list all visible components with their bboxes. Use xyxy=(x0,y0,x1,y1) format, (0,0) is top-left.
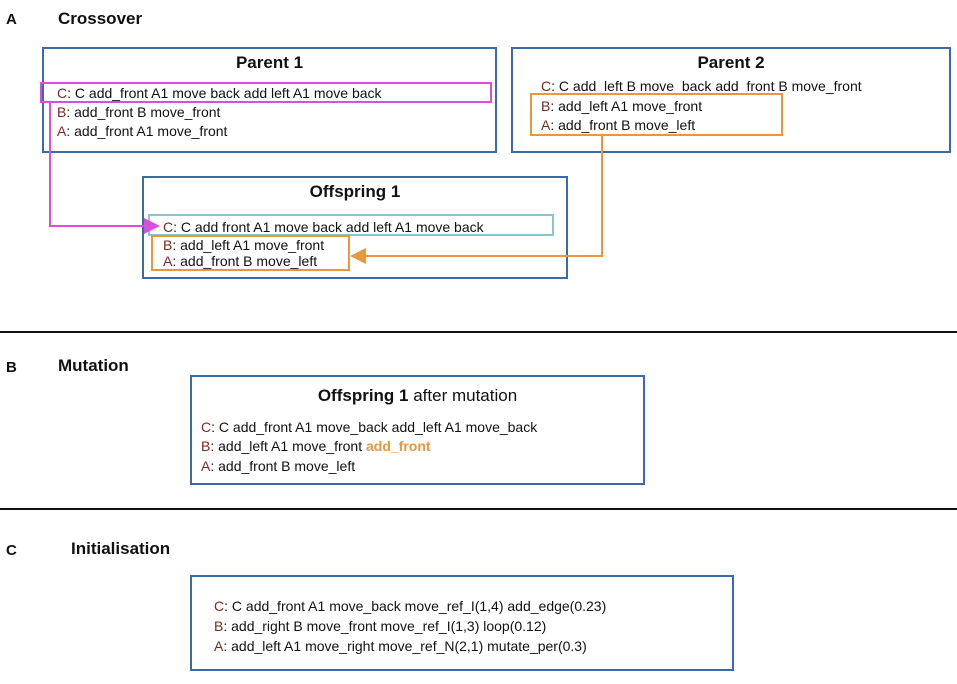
parent-1-box: Parent 1 xyxy=(42,47,497,153)
initialisation-box xyxy=(190,575,734,671)
parent-1-line-c: C: C add_front A1 move back add left A1 … xyxy=(57,85,382,101)
orange-crossover-arrow xyxy=(350,136,603,264)
offspring-1-title: Offspring 1 xyxy=(309,182,401,201)
parent-1-line-a: A: add_front A1 move_front xyxy=(57,123,228,139)
magenta-crossover-arrow xyxy=(49,103,160,234)
parent-2-title: Parent 2 xyxy=(697,53,765,72)
initialisation-line-b: B: add_right B move_front move_ref_I(1,3… xyxy=(214,618,547,634)
offspring-1-line-b: B: add_left A1 move_front xyxy=(163,237,325,253)
offspring-1-line-a: A: add_front B move_left xyxy=(163,253,318,269)
offspring-1-line-c: C: C add front A1 move back add left A1 … xyxy=(163,219,484,235)
parent-2-line-b: B: add_left A1 move_front xyxy=(541,98,703,114)
section-title-mutation: Mutation xyxy=(58,356,129,375)
section-divider xyxy=(0,331,957,333)
mutation-added-gene: add_front xyxy=(366,438,431,454)
section-divider xyxy=(0,508,957,510)
parent-2-line-a: A: add_front B move_left xyxy=(541,117,696,133)
mutation-line-a: A: add_front B move_left xyxy=(201,458,356,474)
section-title-initialisation: Initialisation xyxy=(71,539,171,558)
initialisation-line-a: A: add_left A1 move_right move_ref_N(2,1… xyxy=(214,638,587,654)
offspring-1-ba-highlight xyxy=(151,235,350,271)
parent-1-line-b: B: add_front B move_front xyxy=(57,104,221,120)
mutation-line-b: B: add_left A1 move_front add_front xyxy=(201,438,431,454)
mutation-line-c: C: C add_front A1 move_back add_left A1 … xyxy=(201,419,538,435)
parent-2-line-c: C: C add_left B move_back add_front B mo… xyxy=(541,78,862,94)
parent-1-title: Parent 1 xyxy=(235,53,304,72)
section-letter-c: C xyxy=(6,542,17,559)
initialisation-line-c: C: C add_front A1 move_back move_ref_I(1… xyxy=(214,598,607,614)
section-letter-a: A xyxy=(6,11,17,28)
mutation-box-title: Offspring 1 after mutation xyxy=(317,386,518,405)
parent-2-ba-highlight xyxy=(530,93,783,136)
section-letter-b: B xyxy=(6,359,17,376)
section-title-crossover: Crossover xyxy=(58,9,143,28)
parent-1-c-highlight xyxy=(40,82,492,103)
mutation-box: Offspring 1 after mutation xyxy=(190,375,645,485)
